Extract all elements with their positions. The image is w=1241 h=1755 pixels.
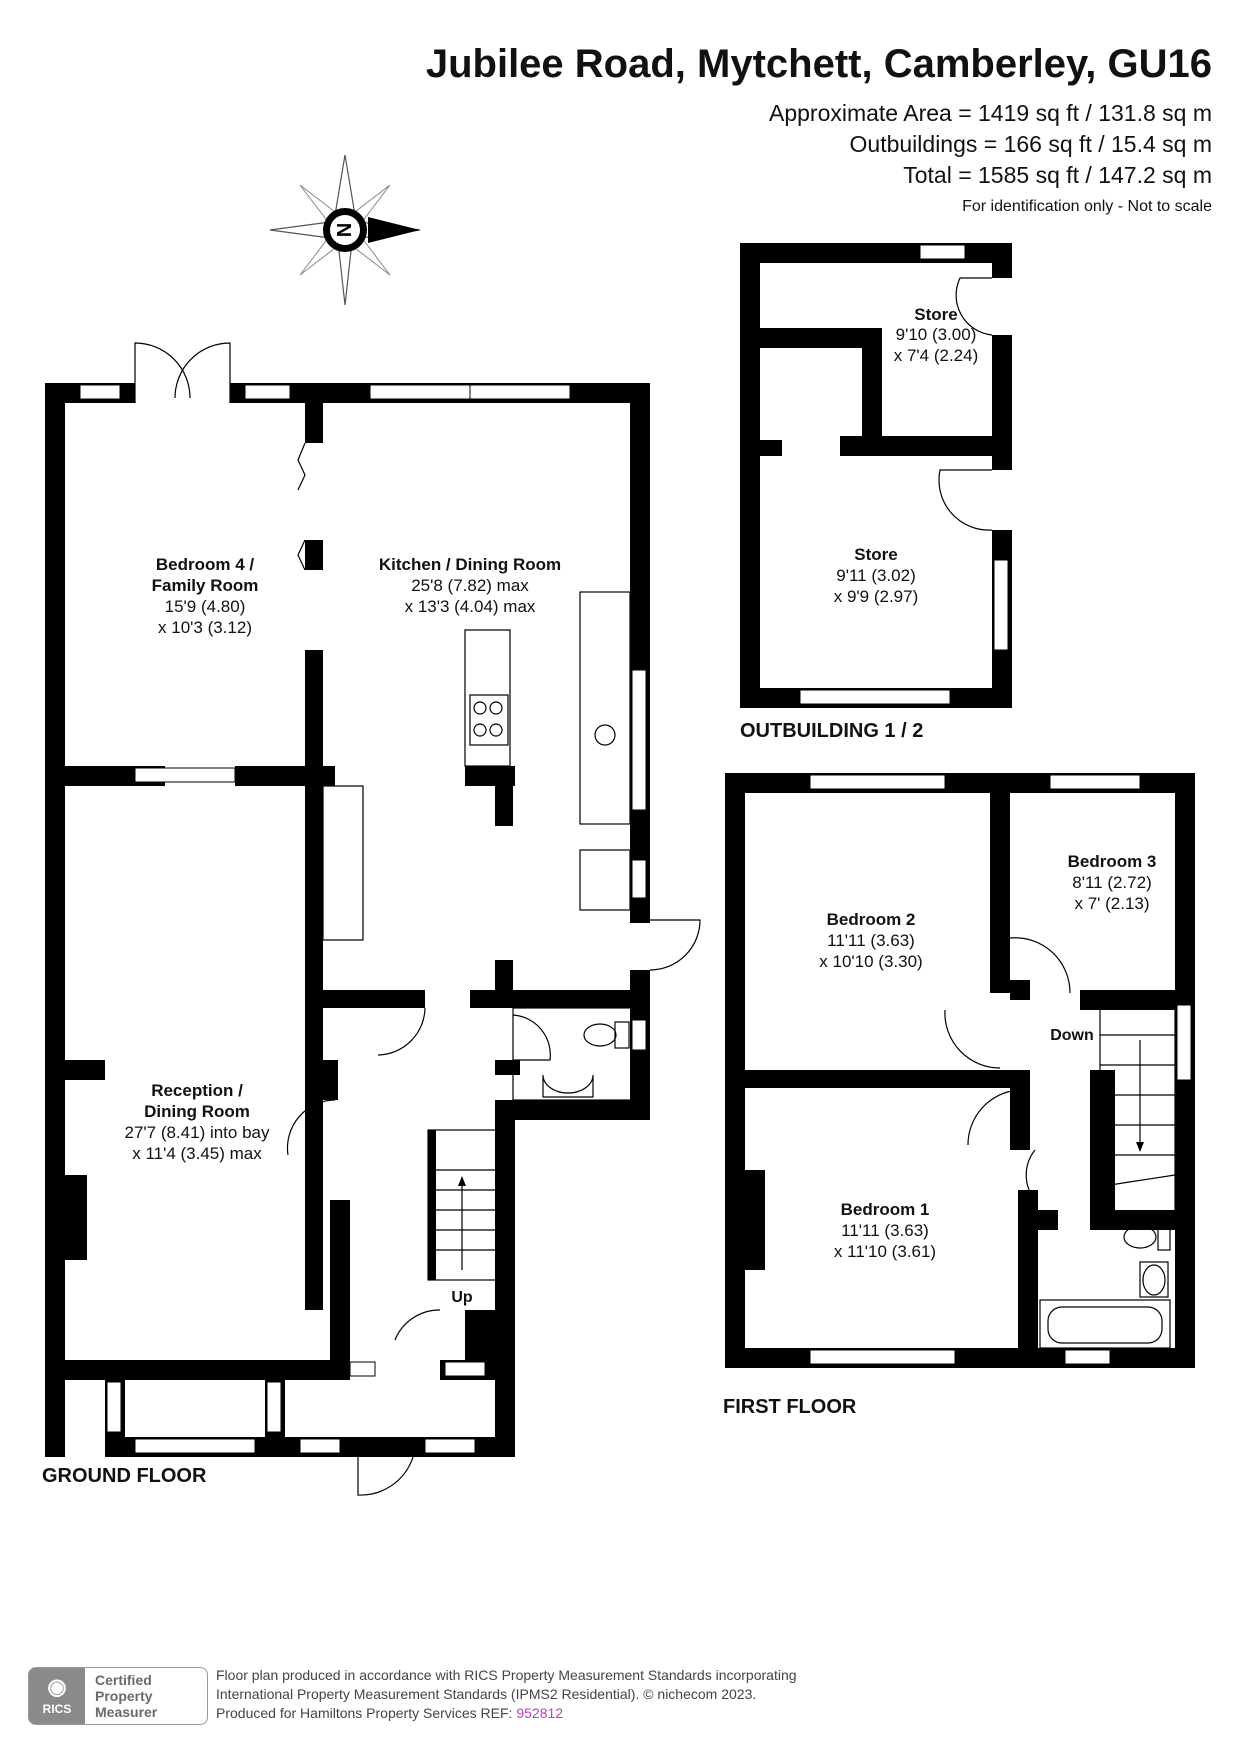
ground-floor-label: GROUND FLOOR [42,1465,207,1487]
rics-logo: ◉ RICS [29,1668,85,1724]
ground-floor-plan: Bedroom 4 / Family Room 15'9 (4.80) x 10… [42,342,701,1496]
compass-rose-icon: N [269,154,421,306]
store-small-dimension-2: x 7'4 (2.24) [894,346,979,365]
reception-dimension-1: 27'7 (8.41) into bay [124,1123,270,1142]
store-large-dimension-2: x 9'9 (2.97) [834,587,919,606]
bedroom4-dimension-2: x 10'3 (3.12) [158,618,252,637]
outbuilding-plan: Store 9'10 (3.00) x 7'4 (2.24) Store 9'1… [740,243,1012,742]
bedroom4-dimension-1: 15'9 (4.80) [165,597,246,616]
bedroom3-dimension-2: x 7' (2.13) [1074,894,1149,913]
reference-number: 952812 [516,1705,564,1721]
bedroom4-name-line1: Bedroom 4 / [156,555,255,574]
bedroom2-dimension-1: 11'11 (3.63) [827,931,915,950]
compass-north-label: N [332,223,354,237]
approximate-area: Approximate Area = 1419 sq ft / 131.8 sq… [768,100,1212,126]
kitchen-dimension-1: 25'8 (7.82) max [411,576,529,595]
rics-badge-text: Certified Property Measurer [95,1672,158,1720]
bedroom1-dimension-2: x 11'10 (3.61) [834,1242,936,1261]
rics-certified-badge: ◉ RICS Certified Property Measurer [28,1667,208,1725]
reception-dimension-2: x 11'4 (3.45) max [132,1144,262,1163]
outbuildings-area: Outbuildings = 166 sq ft / 15.4 sq m [849,131,1212,157]
bedroom2-name: Bedroom 2 [827,910,916,929]
kitchen-dimension-2: x 13'3 (4.04) max [405,597,536,616]
scale-disclaimer: For identification only - Not to scale [962,198,1212,215]
rics-emblem-icon: ◉ [47,1674,67,1699]
ground-stairs-label: Up [451,1289,473,1306]
store-small-dimension-1: 9'10 (3.00) [896,325,977,344]
bedroom4-name-line2: Family Room [152,576,259,595]
kitchen-name: Kitchen / Dining Room [379,555,561,574]
footer-line-1: Floor plan produced in accordance with R… [216,1667,797,1683]
bedroom3-dimension-1: 8'11 (2.72) [1072,873,1151,892]
first-floor-plan: Bedroom 2 11'11 (3.63) x 10'10 (3.30) Be… [723,773,1195,1418]
bedroom3-name: Bedroom 3 [1068,852,1157,871]
page-title: Jubilee Road, Mytchett, Camberley, GU16 [425,42,1212,86]
reception-name-line1: Reception / [151,1081,243,1100]
first-floor-label: FIRST FLOOR [723,1396,857,1418]
reception-name-line2: Dining Room [144,1102,250,1121]
bedroom2-dimension-2: x 10'10 (3.30) [819,952,922,971]
footer-line-2: International Property Measurement Stand… [216,1686,757,1702]
first-stairs-label: Down [1050,1027,1094,1044]
bedroom1-name: Bedroom 1 [841,1200,930,1219]
footer-line-3: Produced for Hamiltons Property Services… [216,1705,564,1721]
store-large-name: Store [854,545,897,564]
store-small-name: Store [914,305,957,324]
outbuilding-label: OUTBUILDING 1 / 2 [740,720,923,742]
store-large-dimension-1: 9'11 (3.02) [836,566,915,585]
total-area: Total = 1585 sq ft / 147.2 sq m [903,162,1212,188]
bedroom1-dimension-1: 11'11 (3.63) [841,1221,929,1240]
